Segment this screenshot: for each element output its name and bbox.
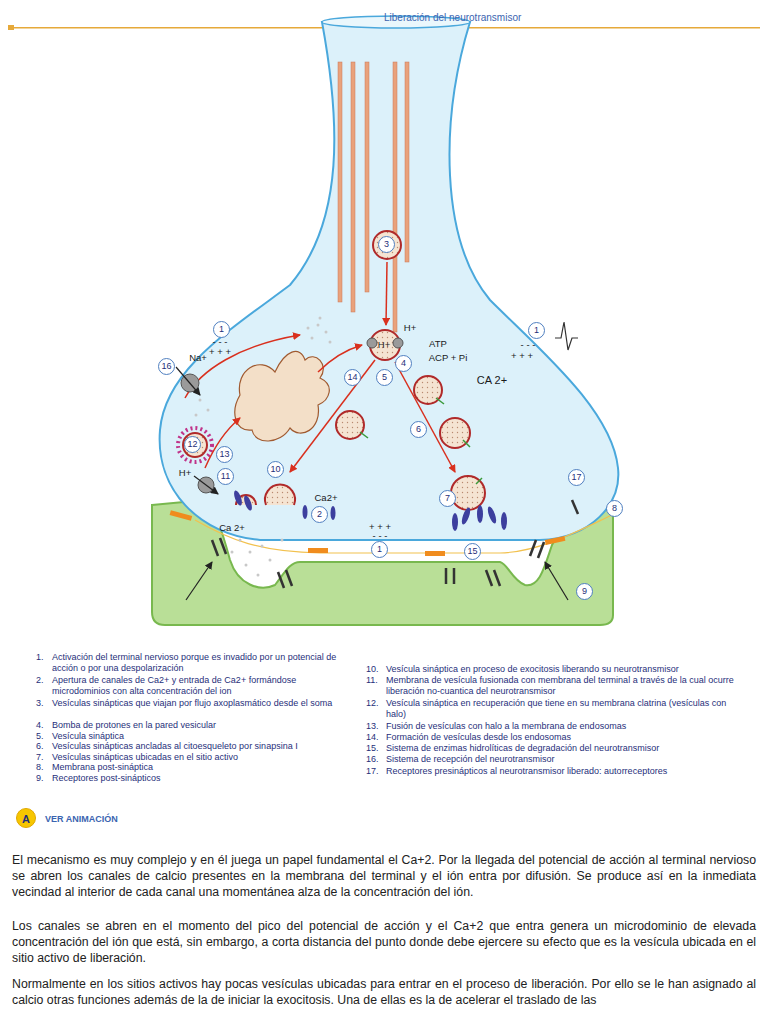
callout-number: 11 [217,468,234,485]
callout-number: 1 [371,541,388,558]
action-potential-symbol [555,322,578,350]
legend-number: 16. [366,754,379,765]
callout-number: 2 [311,506,328,523]
filaments [338,62,409,332]
legend-text: Membrana post-sináptica [52,762,337,773]
ion-label: Na+ [189,352,207,363]
clathrin-coat [178,428,212,462]
callout-number: 10 [267,461,284,478]
legend-number: 4. [36,720,44,731]
pathway-arrows [185,262,455,472]
header-mark [8,25,14,30]
vesicles [183,231,485,510]
legend-number: 17. [366,766,379,777]
callout-number: 16 [158,358,175,375]
legend-text: Vesículas sinápticas ubicadas en el siti… [52,752,337,763]
legend-text: Vesículas sinápticas ancladas al citoesq… [52,741,337,752]
ion-label: CA 2+ [477,374,507,386]
legend-number: 1. [36,652,44,663]
legend-text: Membrana de vesícula fusionada con membr… [386,675,748,697]
ion-label: H+ [179,467,191,478]
legend-text: Fusión de vesículas con halo a la membra… [386,721,748,732]
callout-number: 14 [344,369,361,386]
ion-label: H+ [404,322,416,333]
legend-text: Sistema de recepción del neurotransmisor [386,754,748,765]
callout-number: 3 [378,236,395,253]
legend-number: 8. [36,762,44,773]
page-title: Liberación del neurotransmisor [384,12,521,23]
ion-arrow [176,367,200,395]
legend-number: 6. [36,741,44,752]
enzymes [170,510,566,556]
proton-pump [393,338,403,348]
legend-text: Receptores post-sinápticos [52,773,337,784]
ion-label: - - - [521,339,536,350]
callout-number: 7 [439,490,456,507]
callout-number: 6 [410,421,427,438]
postsynaptic-receptors [212,538,544,588]
legend-text: Vesícula sináptica en proceso de exocito… [386,664,748,675]
legend-text: Vesículas sinápticas que viajan por fluj… [52,698,337,709]
legend-text: Activación del terminal nervioso porque … [52,652,337,674]
callout-number: 17 [568,469,585,486]
callout-number: 12 [184,436,201,453]
legend-number: 5. [36,731,44,742]
legend-text: Bomba de protones en la pared vesicular [52,720,337,731]
legend-text: Formación de vesículas desde los endosom… [386,732,748,743]
legend-number: 9. [36,773,44,784]
ion-label: Ca2+ [315,492,338,503]
pointer-arrow [186,562,212,600]
legend-text: Apertura de canales de Ca2+ y entrada de… [52,675,337,697]
ion-label: H+ [378,339,390,350]
legend-number: 13. [366,721,379,732]
legend-number: 15. [366,743,379,754]
callout-number: 15 [464,543,481,560]
ion-label: + + + [511,350,533,361]
callout-number: 5 [376,369,393,386]
transmitter-dots [195,317,332,577]
legend-text: Sistema de enzimas hidrolíticas de degra… [386,743,748,754]
synaptic-cleft [195,515,612,553]
callout-number: 1 [528,322,545,339]
legend-number: 10. [366,664,379,675]
ion-label: ATP [429,338,447,349]
callout-number: 1 [213,321,230,338]
body-paragraph: El mecanismo es muy complejo y en él jue… [12,852,756,900]
legend-number: 11. [366,675,378,686]
callout-number: 13 [216,446,233,463]
ion-label: Ca 2+ [219,522,245,533]
endosome [235,351,329,441]
body-paragraph: Normalmente en los sitios activos hay po… [12,976,756,1008]
callout-number: 4 [395,355,412,372]
presynaptic-terminal [160,22,619,540]
autoreceptor [572,500,578,514]
body-paragraph: Los canales se abren en el momento del p… [12,918,756,966]
pointer-arrow [545,562,568,600]
legend-number: 14. [366,732,379,743]
callout-number: 9 [576,583,593,600]
membrane-proteins [232,489,507,531]
ion-label: - - - [213,336,228,347]
legend-number: 3. [36,698,44,709]
legend-number: 2. [36,675,44,686]
proton-pump [367,338,377,348]
ion-label: - - - [373,530,388,541]
legend-text: Vesícula sináptica en recuperación que t… [386,698,748,720]
link-text: VER ANIMACIÓN [45,814,118,824]
legend-number: 12. [366,698,379,709]
callout-number: 8 [606,500,623,517]
ion-label: ACP + Pi [429,352,468,363]
animation-badge: AVER ANIMACIÓN [16,808,36,828]
legend-text: Vesícula sináptica [52,731,337,742]
ion-label: + + + [209,346,231,357]
legend-text: Receptores presinápticos al neurotransmi… [386,766,748,777]
legend-number: 7. [36,752,44,763]
badge-letter: A [17,809,35,827]
ion-arrow [194,476,218,494]
